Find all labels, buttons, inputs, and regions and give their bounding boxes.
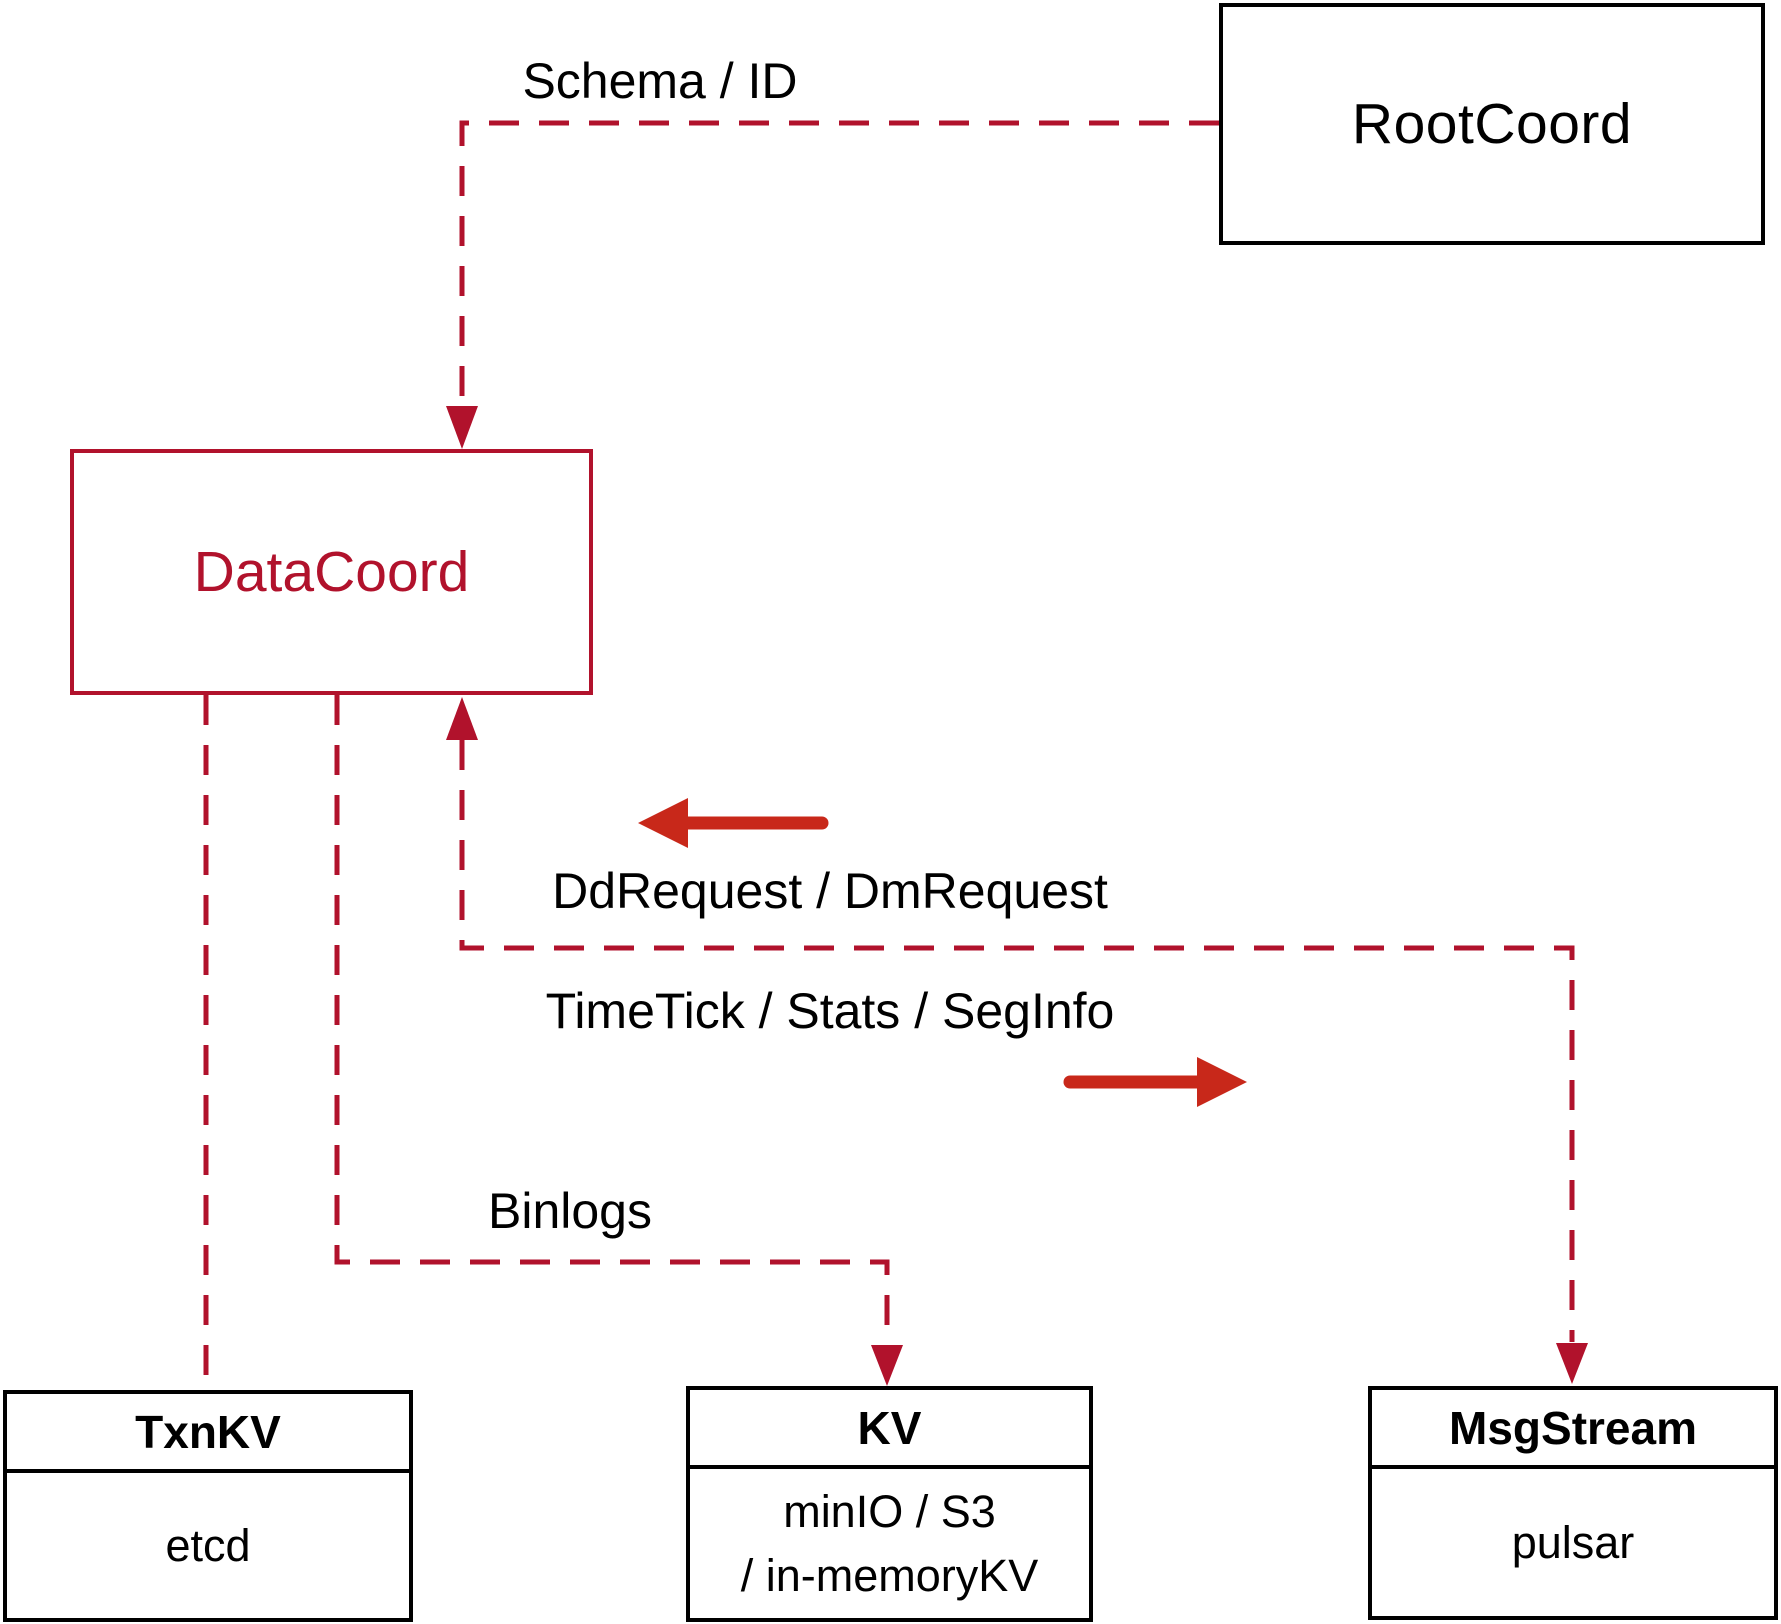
schema-id-arrowhead-icon: [446, 406, 478, 449]
node-msgstream-title: MsgStream: [1372, 1390, 1774, 1469]
node-rootcoord-label: RootCoord: [1351, 92, 1633, 156]
node-datacoord-label: DataCoord: [193, 540, 470, 604]
node-kv-subtitle-line2: / in-memoryKV: [740, 1549, 1039, 1601]
datacoord-to-msgstream-arrowhead-icon: [1556, 1343, 1588, 1384]
edge-label-binlogs: Binlogs: [488, 1183, 652, 1239]
schema-id-connector: [459, 120, 1219, 405]
node-msgstream: MsgStream pulsar: [1368, 1386, 1778, 1620]
binlogs-connector: [334, 695, 890, 1344]
left-direction-arrow-icon: [638, 798, 829, 848]
node-txnkv-title: TxnKV: [7, 1394, 409, 1473]
node-msgstream-subtitle: pulsar: [1511, 1516, 1635, 1568]
msgstream-to-datacoord-arrowhead-icon: [446, 697, 478, 740]
datacoord-msgstream-connector: [459, 740, 1575, 1342]
edge-label-timetick-stats-seginfo: TimeTick / Stats / SegInfo: [545, 983, 1115, 1039]
node-kv: KV minIO / S3 / in-memoryKV: [686, 1386, 1093, 1622]
edge-label-dd-dm-request: DdRequest / DmRequest: [552, 863, 1108, 919]
node-rootcoord: RootCoord: [1219, 3, 1765, 245]
edge-label-schema-id: Schema / ID: [522, 53, 798, 109]
node-kv-title: KV: [690, 1390, 1089, 1469]
node-txnkv: TxnKV etcd: [3, 1390, 413, 1622]
node-datacoord: DataCoord: [70, 449, 593, 695]
binlogs-arrowhead-icon: [871, 1345, 903, 1386]
node-kv-subtitle-line1: minIO / S3: [783, 1485, 996, 1537]
right-direction-arrow-icon: [1063, 1057, 1247, 1107]
node-txnkv-subtitle: etcd: [165, 1519, 251, 1571]
